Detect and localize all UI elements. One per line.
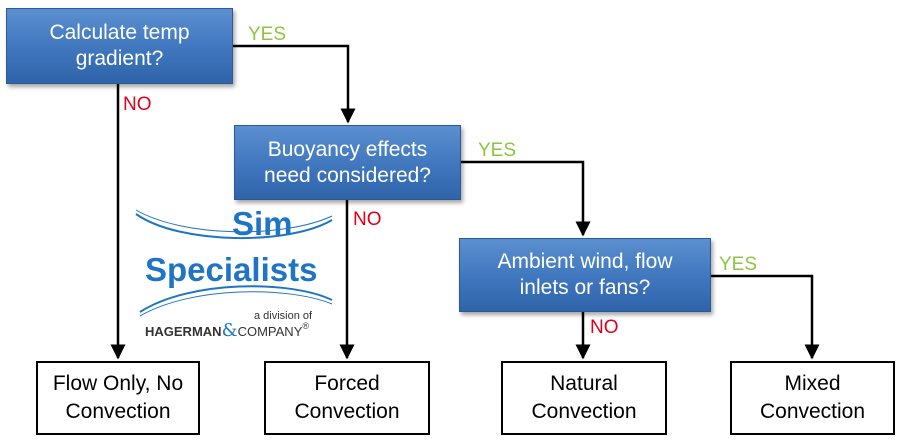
logo-swoosh-bottom-2	[139, 291, 333, 317]
question-box-temp-gradient: Calculate temp gradient?	[6, 8, 233, 84]
logo-company-amp: &	[221, 320, 238, 341]
connector-q1-yes	[233, 44, 356, 124]
no-label-q1: NO	[123, 94, 152, 115]
logo-company-b: COMPANY	[237, 324, 303, 339]
logo-swoosh-bottom	[139, 285, 333, 313]
question-line: Buoyancy effects	[267, 137, 428, 161]
logo-swoosh-top-2	[135, 209, 333, 233]
outcome-line: Convection	[531, 400, 637, 423]
question-box-buoyancy: Buoyancy effects need considered?	[234, 125, 461, 200]
outcome-box-natural: Natural Convection	[501, 361, 667, 435]
connector-q2-yes	[461, 160, 591, 237]
yes-label-q1: YES	[248, 24, 287, 45]
logo-word-sim: Sim	[232, 205, 293, 242]
outcome-line: Convection	[294, 400, 400, 423]
yes-label-q2: YES	[478, 140, 517, 161]
outcome-line: Convection	[759, 400, 866, 423]
logo-company: HAGERMAN&COMPANY®	[145, 322, 309, 340]
question-line: Calculate temp	[49, 21, 190, 44]
question-line: inlets or fans?	[519, 276, 651, 299]
outcome-box-forced: Forced Convection	[264, 361, 430, 435]
logo-company-a: HAGERMAN	[145, 324, 222, 339]
connector-q3-yes	[711, 274, 820, 360]
outcome-line: Mixed	[784, 372, 841, 395]
no-label-q2: NO	[353, 209, 382, 230]
yes-label-q3: YES	[719, 254, 758, 275]
question-box-ambient-wind: Ambient wind, flow inlets or fans?	[459, 238, 711, 312]
logo-word-specialists: Specialists	[145, 251, 318, 288]
outcome-line: Convection	[65, 400, 171, 423]
question-line: gradient?	[75, 47, 164, 70]
outcome-line: Flow Only, No	[52, 372, 184, 395]
no-label-q3: NO	[590, 317, 619, 338]
logo-swoosh-top	[135, 213, 333, 240]
question-line: Ambient wind, flow	[497, 250, 673, 273]
logo-reg: ®	[302, 321, 309, 331]
outcome-box-mixed: Mixed Convection	[730, 361, 895, 435]
outcome-box-flow-only: Flow Only, No Convection	[36, 361, 200, 435]
logo-tagline: a division of	[254, 310, 313, 322]
outcome-line: Natural	[550, 372, 618, 395]
outcome-line: Forced	[314, 372, 380, 395]
question-line: need considered?	[264, 163, 431, 187]
